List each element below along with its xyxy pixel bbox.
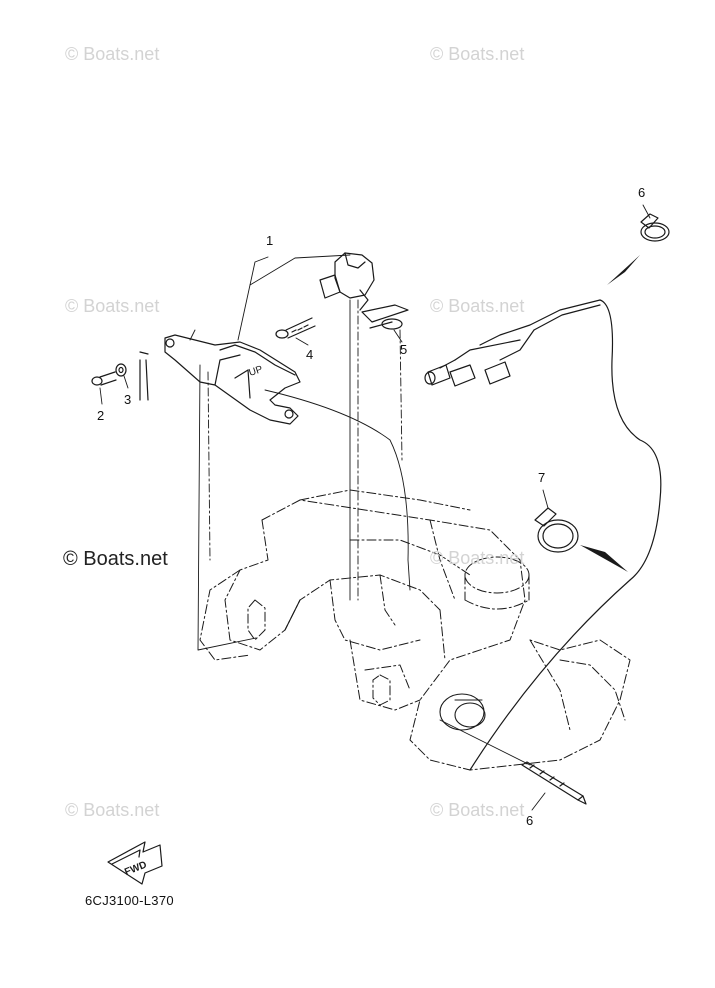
callout-leaders — [99, 204, 651, 811]
up-label: UP — [248, 364, 265, 379]
bracket-assembly-phantom — [199, 489, 631, 771]
wiring-harness — [424, 299, 662, 771]
watermark: © Boats.net — [430, 296, 525, 316]
screw-part-2 — [91, 371, 117, 386]
watermark: © Boats.net — [65, 800, 160, 820]
assembly-leader-lines — [189, 299, 531, 766]
watermark: © Boats.net — [430, 800, 525, 820]
diagram-code: 6CJ3100-L370 — [85, 893, 174, 908]
fwd-arrow-icon: FWD — [107, 841, 163, 885]
routing-arrows — [580, 255, 640, 572]
clamp-part-6-top — [640, 213, 670, 242]
part-1-leader — [237, 254, 351, 341]
callout-4: 4 — [306, 347, 314, 362]
callout-1: 1 — [266, 233, 274, 248]
dashed-guide-lines — [207, 299, 403, 601]
callout-7: 7 — [538, 470, 546, 485]
watermark-bold: © Boats.net — [63, 548, 168, 570]
tape-part-5 — [361, 304, 409, 330]
watermark: © Boats.net — [430, 548, 525, 568]
callout-3: 3 — [124, 392, 132, 407]
trim-sensor-part-1: UP — [164, 334, 301, 425]
callout-6-top: 6 — [638, 185, 646, 200]
bracket-solid-edges — [284, 599, 486, 731]
callout-6-bottom: 6 — [526, 813, 534, 828]
watermark: © Boats.net — [430, 44, 525, 64]
callout-5: 5 — [400, 342, 408, 357]
bolt-part-4 — [275, 317, 316, 339]
band-clamp-part-7 — [534, 507, 579, 553]
watermark: © Boats.net — [65, 296, 160, 316]
cable-tie-part-6 — [521, 761, 587, 805]
cable-clamp — [319, 252, 375, 311]
washer-part-3 — [115, 351, 149, 401]
watermark: © Boats.net — [65, 44, 160, 64]
callout-2: 2 — [97, 408, 105, 423]
